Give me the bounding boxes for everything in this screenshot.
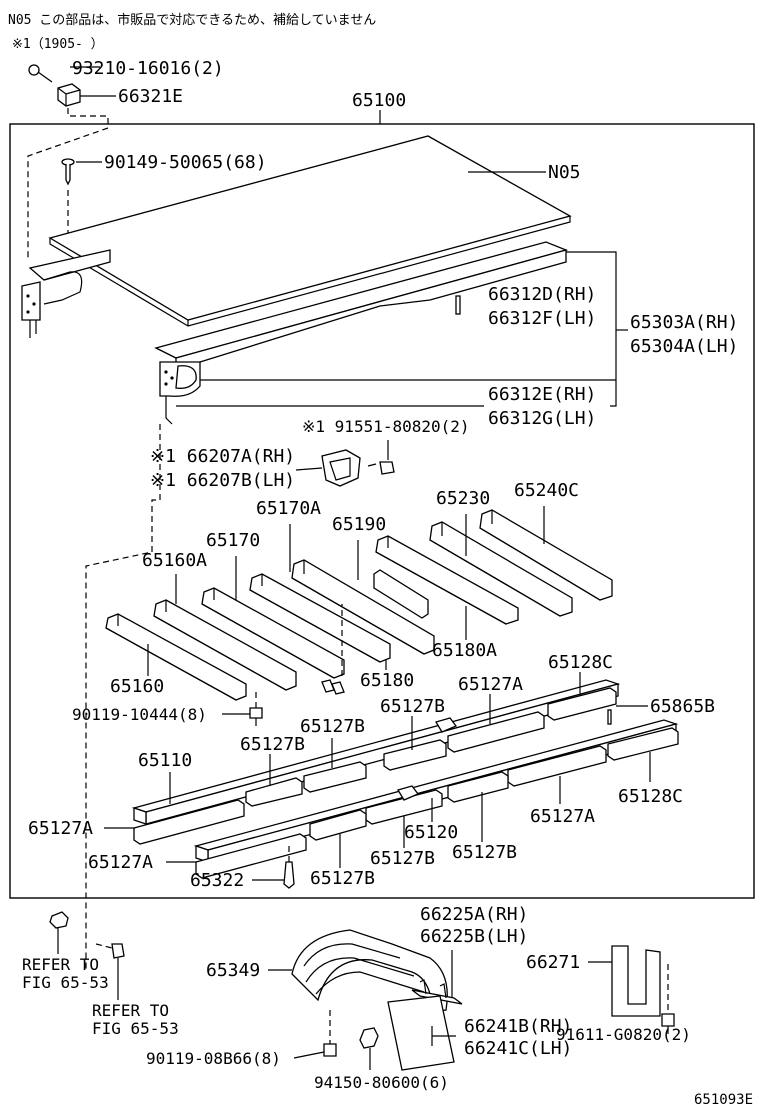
- bolt-refer-2: [95, 943, 125, 959]
- label-65349: 65349: [206, 960, 260, 981]
- label-n05: N05: [548, 162, 581, 183]
- figure-code: 651093E: [694, 1092, 753, 1108]
- label-66271: 66271: [526, 952, 580, 973]
- label-66312d: 66312D(RH): [488, 284, 596, 305]
- block-set-lower: [195, 727, 679, 879]
- bolt-90119-08b66: [323, 1010, 337, 1057]
- label-65110: 65110: [138, 750, 192, 771]
- bracket-65303a: [566, 251, 617, 407]
- nut-refer-1: [49, 911, 69, 929]
- refer-to-1-line2: FIG 65-53: [22, 973, 109, 992]
- bracket-66271: [611, 945, 661, 1017]
- header-remark: ※1（1905- ）: [12, 37, 104, 52]
- label-90119-08b66: 90119-08B66(8): [146, 1049, 281, 1068]
- block-66321e: [57, 83, 81, 107]
- mud-flap-66241: [387, 995, 455, 1071]
- pin-65865b: [607, 709, 612, 725]
- label-65127b-3: 65127B: [240, 734, 305, 755]
- label-90149-50065: 90149-50065(68): [104, 152, 267, 173]
- clip-brackets: [321, 679, 345, 695]
- label-65127a-left: 65127A: [28, 818, 93, 839]
- label-66207b: ※1 66207B(LH): [150, 470, 295, 491]
- label-94150: 94150-80600(6): [314, 1073, 449, 1092]
- label-65230: 65230: [436, 488, 490, 509]
- label-66312g: 66312G(LH): [488, 408, 596, 429]
- label-65128c-right: 65128C: [618, 786, 683, 807]
- label-66321e: 66321E: [118, 86, 183, 107]
- cross-member-65180a: [375, 535, 519, 625]
- refer-to-1-line1: REFER TO: [22, 955, 99, 974]
- label-65180: 65180: [360, 670, 414, 691]
- label-65160: 65160: [110, 676, 164, 697]
- side-rail-left-stub: [21, 249, 111, 338]
- label-66312e: 66312E(RH): [488, 384, 596, 405]
- label-65128c-top: 65128C: [548, 652, 613, 673]
- label-65322: 65322: [190, 870, 244, 891]
- bolt-91551: [367, 461, 395, 475]
- label-93210-16016: 93210-16016(2): [72, 58, 224, 79]
- label-65303a: 65303A(RH): [630, 312, 738, 333]
- label-66241c: 66241C(LH): [464, 1038, 572, 1059]
- side-rail-65303a: [154, 241, 569, 425]
- label-66207a: ※1 66207A(RH): [150, 446, 295, 467]
- screw-90149: [61, 158, 75, 186]
- label-65127b-5: 65127B: [452, 842, 517, 863]
- mudguard-65349: [291, 929, 448, 1013]
- label-91551: ※1 91551-80820(2): [302, 417, 470, 436]
- refer-to-2-line1: REFER TO: [92, 1001, 169, 1020]
- label-65170a: 65170A: [256, 498, 321, 519]
- dashed-link-left: [85, 424, 161, 972]
- label-65127a-top: 65127A: [458, 674, 523, 695]
- label-65127b-4: 65127B: [370, 848, 435, 869]
- label-65170: 65170: [206, 530, 260, 551]
- label-65127b-1: 65127B: [380, 696, 445, 717]
- bolt-91611: [661, 964, 675, 1027]
- header-note: N05 この部品は、市販品で対応できるため、補給していません: [8, 12, 376, 28]
- label-65240c: 65240C: [514, 480, 579, 501]
- label-65127b-2: 65127B: [300, 716, 365, 737]
- label-65180a: 65180A: [432, 640, 497, 661]
- bolt-93210: [28, 64, 53, 83]
- assembly-frame-65100: [9, 123, 755, 899]
- peg-65322: [283, 861, 295, 889]
- cross-member-65170: [201, 587, 345, 679]
- label-66225b: 66225B(LH): [420, 926, 528, 947]
- label-65100: 65100: [352, 90, 406, 111]
- label-66241b: 66241B(RH): [464, 1016, 572, 1037]
- bolt-90119-10444: [249, 692, 263, 726]
- label-90119-10444: 90119-10444(8): [72, 705, 207, 724]
- label-91611: 91611-G0820(2): [556, 1025, 691, 1044]
- label-66312f: 66312F(LH): [488, 308, 596, 329]
- cross-member-65170a: [291, 559, 435, 655]
- dashed-link-top: [27, 108, 109, 258]
- label-65127b-6: 65127B: [310, 868, 375, 889]
- refer-to-2-line2: FIG 65-53: [92, 1019, 179, 1038]
- cross-member-65240c: [479, 509, 613, 601]
- nut-94150: [359, 1027, 379, 1049]
- label-65304a: 65304A(LH): [630, 336, 738, 357]
- label-65865b: 65865B: [650, 696, 715, 717]
- pin-66312d: [455, 295, 461, 315]
- block-set-upper: [133, 687, 617, 845]
- cross-member-65160: [105, 613, 247, 701]
- cross-member-65190: [373, 569, 429, 619]
- label-65120: 65120: [404, 822, 458, 843]
- label-65190: 65190: [332, 514, 386, 535]
- leader-66207: [295, 467, 323, 471]
- label-65127a-bottom: 65127A: [88, 852, 153, 873]
- cross-member-65160a: [153, 599, 297, 691]
- label-65160a: 65160A: [142, 550, 207, 571]
- bracket-66207: [321, 449, 361, 487]
- label-65127a-right: 65127A: [530, 806, 595, 827]
- label-66225a: 66225A(RH): [420, 904, 528, 925]
- cross-member-65180: [249, 573, 391, 663]
